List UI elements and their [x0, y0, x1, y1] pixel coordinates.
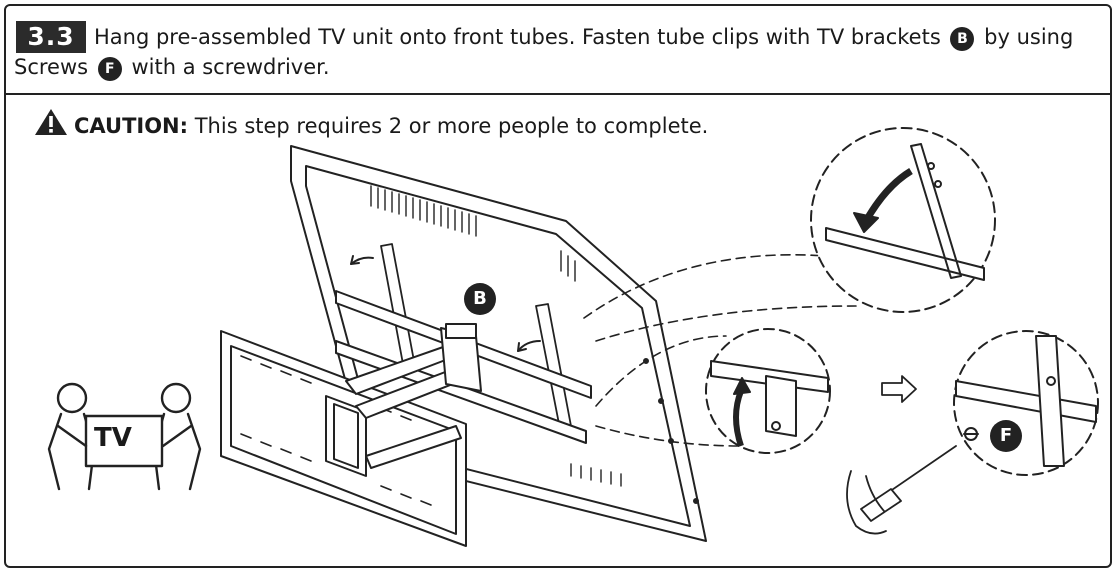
caution-label: CAUTION:: [74, 114, 189, 138]
callout-screw-f: F: [990, 420, 1022, 452]
step-header: Hang pre-assembled TV unit onto front tu…: [6, 6, 1110, 95]
part-ref-f: F: [97, 57, 122, 81]
detail-circle-top: [810, 127, 996, 313]
instruction-text-1: Hang pre-assembled TV unit onto front tu…: [94, 25, 941, 49]
detail-circle-middle: [705, 328, 831, 454]
articulating-arm: [345, 323, 482, 469]
installation-illustration: [47, 127, 1099, 547]
step-number-badge: 3.3: [16, 21, 86, 53]
part-ref-b: B: [950, 27, 975, 51]
instruction-text-3: with a screwdriver.: [131, 55, 330, 79]
callout-leaders: [583, 253, 857, 447]
screwdriver-icon: [846, 445, 957, 535]
arrow-right-icon: [881, 375, 917, 403]
instruction-panel: Hang pre-assembled TV unit onto front tu…: [4, 4, 1112, 568]
caution-text: This step requires 2 or more people to c…: [194, 114, 709, 138]
step-instruction: Hang pre-assembled TV unit onto front tu…: [14, 22, 1104, 82]
people-carrying-tv-icon: [47, 382, 202, 491]
warning-triangle-icon: [34, 108, 68, 143]
caution-note: CAUTION: This step requires 2 or more pe…: [34, 108, 708, 143]
instruction-text-2: by using Screws: [14, 25, 1074, 79]
tv-sign-label: TV: [94, 423, 132, 453]
callout-bracket-b: B: [464, 283, 496, 315]
detail-circle-right: [953, 330, 1099, 476]
